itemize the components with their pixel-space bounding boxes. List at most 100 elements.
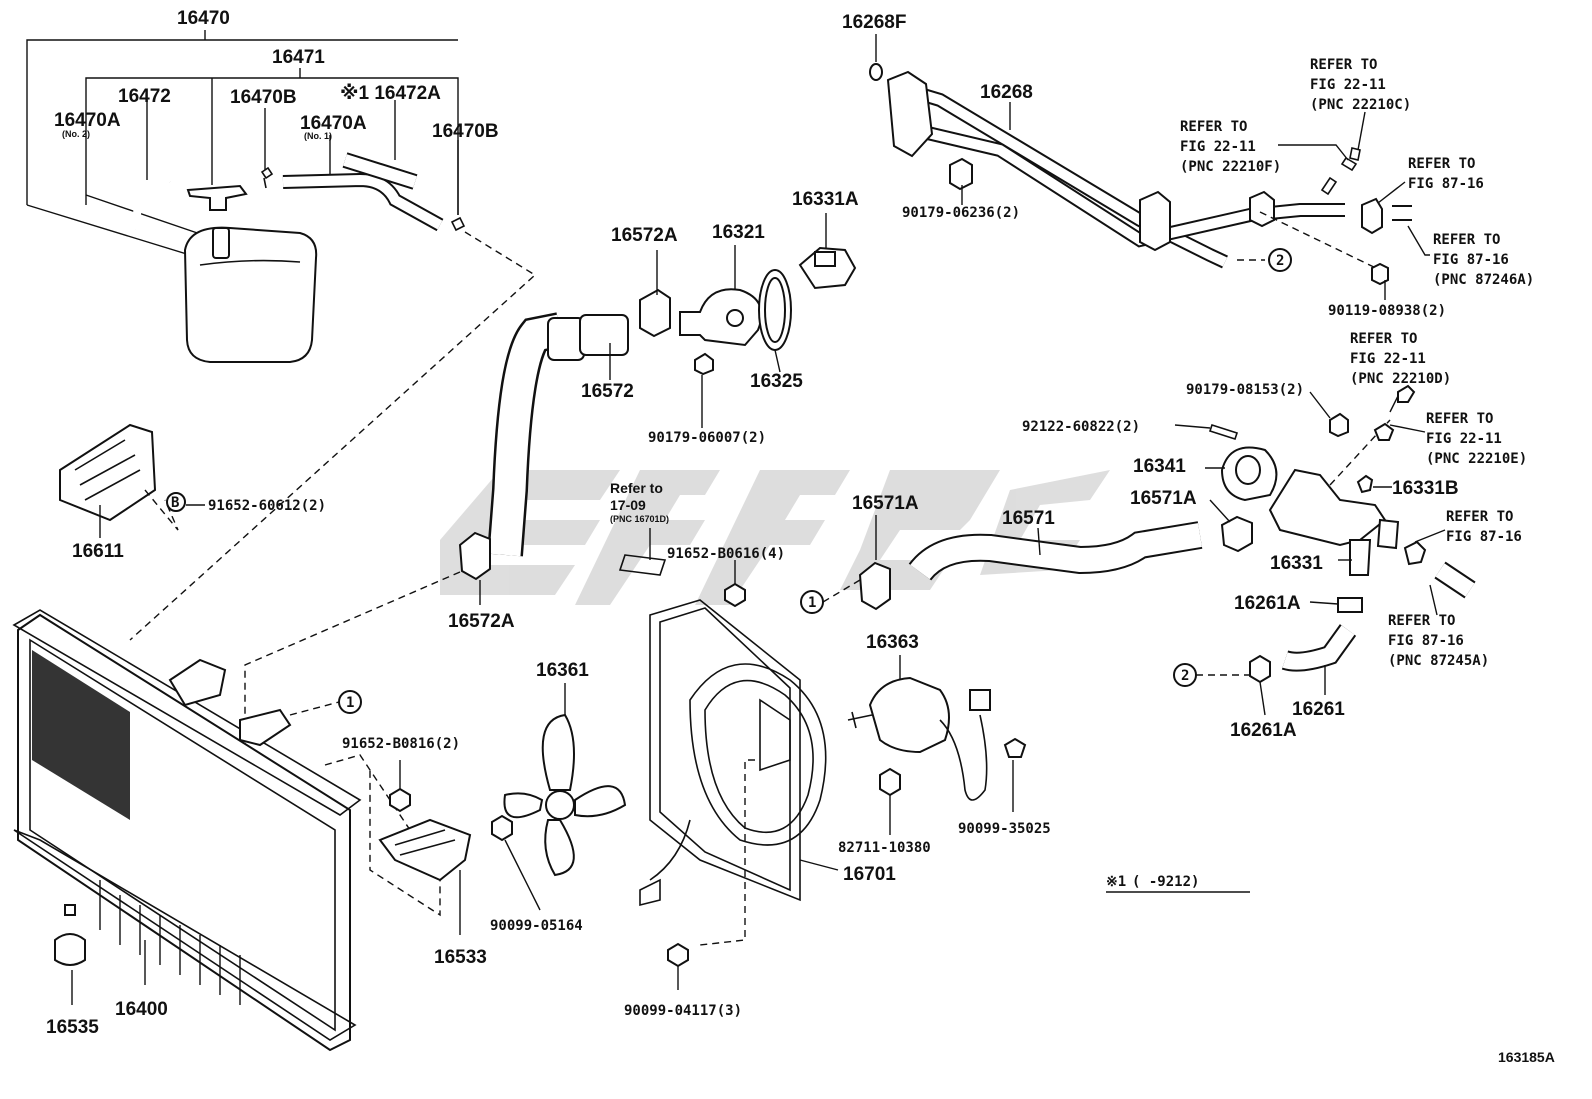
label-16470A-no2: 16470A xyxy=(54,110,121,131)
svg-text:(PNC 22210C): (PNC 22210C) xyxy=(1310,97,1411,113)
label-90099-05164: 90099-05164 xyxy=(490,918,583,934)
svg-text:FIG 87-16: FIG 87-16 xyxy=(1388,633,1464,649)
ref-block-87245A: REFER TO FIG 87-16 (PNC 87245A) xyxy=(1388,613,1489,669)
bypass-pipe-group xyxy=(869,34,1430,300)
label-16701: 16701 xyxy=(843,864,896,885)
svg-text:FIG 87-16: FIG 87-16 xyxy=(1433,252,1509,268)
ref-block-87-16-b: REFER TO FIG 87-16 xyxy=(1446,509,1522,545)
svg-text:17-09: 17-09 xyxy=(610,497,646,513)
label-16261A-bottom: 16261A xyxy=(1230,720,1297,741)
footnote: ※1 ( -9212) xyxy=(1106,874,1250,893)
label-16470A-no2-sub: (No. 2) xyxy=(62,129,90,139)
label-16341: 16341 xyxy=(1133,456,1186,477)
label-16470B-b: 16470B xyxy=(432,121,499,142)
label-16331: 16331 xyxy=(1270,553,1323,574)
svg-text:(PNC 22210F): (PNC 22210F) xyxy=(1180,159,1281,175)
label-16472: 16472 xyxy=(118,86,171,107)
label-16331B: 16331B xyxy=(1392,478,1459,499)
svg-text:FIG 87-16: FIG 87-16 xyxy=(1446,529,1522,545)
label-16261A-top: 16261A xyxy=(1234,593,1301,614)
label-16470: 16470 xyxy=(177,8,230,29)
label-16268: 16268 xyxy=(980,82,1033,103)
ref-block-22210D: REFER TO FIG 22-11 (PNC 22210D) xyxy=(1350,331,1451,387)
ref-block-17-09: Refer to 17-09 (PNC 16701D) xyxy=(610,480,669,576)
label-16470A-no1-sub: (No. 1) xyxy=(304,131,332,141)
svg-text:REFER TO: REFER TO xyxy=(1426,411,1493,427)
label-16472A: ※1 16472A xyxy=(340,83,441,104)
label-90179-06007: 90179-06007(2) xyxy=(648,430,766,446)
circle-1-b: 1 xyxy=(808,595,816,611)
label-91652-B0616: 91652-B0616(4) xyxy=(667,546,785,562)
circle-B: B xyxy=(171,495,179,511)
label-16321: 16321 xyxy=(712,222,765,243)
label-90099-35025: 90099-35025 xyxy=(958,821,1051,837)
label-16611: 16611 xyxy=(72,541,124,562)
figure-id: 163185A xyxy=(1498,1049,1555,1065)
svg-text:REFER TO: REFER TO xyxy=(1180,119,1247,135)
label-16363: 16363 xyxy=(866,632,919,653)
label-16470A-no1: 16470A xyxy=(300,113,367,134)
reference-notes: REFER TO FIG 22-11 (PNC 22210C) REFER TO… xyxy=(610,57,1534,669)
svg-text:FIG 22-11: FIG 22-11 xyxy=(1426,431,1502,447)
label-16572: 16572 xyxy=(581,381,634,402)
svg-text:REFER TO: REFER TO xyxy=(1408,156,1475,172)
label-92122-60822: 92122-60822(2) xyxy=(1022,419,1140,435)
label-82711-10380: 82711-10380 xyxy=(838,840,931,856)
label-16535: 16535 xyxy=(46,1017,99,1038)
svg-text:FIG 22-11: FIG 22-11 xyxy=(1350,351,1426,367)
label-16268F: 16268F xyxy=(842,12,906,33)
part-labels: 16470 16471 16472 16470B ※1 16472A 16470… xyxy=(46,8,1459,1038)
label-16572A-top: 16572A xyxy=(611,225,678,246)
label-16533: 16533 xyxy=(434,947,487,968)
ref-block-22210E: REFER TO FIG 22-11 (PNC 22210E) xyxy=(1426,411,1527,467)
circle-1-a: 1 xyxy=(346,695,354,711)
circle-2-b: 2 xyxy=(1181,668,1189,684)
svg-text:FIG 87-16: FIG 87-16 xyxy=(1408,176,1484,192)
water-outlet-group xyxy=(79,213,857,881)
label-16261: 16261 xyxy=(1292,699,1345,720)
label-90179-08153: 90179-08153(2) xyxy=(1186,382,1304,398)
label-91652-B0816: 91652-B0816(2) xyxy=(342,736,460,752)
ref-block-87-16-a: REFER TO FIG 87-16 xyxy=(1408,156,1484,192)
svg-text:(PNC 87246A): (PNC 87246A) xyxy=(1433,272,1534,288)
ref-block-87246A: REFER TO FIG 87-16 (PNC 87246A) xyxy=(1433,232,1534,288)
circle-2-a: 2 xyxy=(1276,253,1284,269)
water-inlet-group xyxy=(800,384,1476,716)
note-range: ( -9212) xyxy=(1132,874,1199,890)
svg-text:FIG 22-11: FIG 22-11 xyxy=(1180,139,1256,155)
fan-shroud-group xyxy=(491,560,1027,990)
svg-text:(PNC 22210D): (PNC 22210D) xyxy=(1350,371,1451,387)
label-90119-08938: 90119-08938(2) xyxy=(1328,303,1446,319)
svg-text:REFER TO: REFER TO xyxy=(1350,331,1417,347)
note-symbol: ※1 xyxy=(1106,874,1126,890)
label-90099-04117: 90099-04117(3) xyxy=(624,1003,742,1019)
svg-text:FIG 22-11: FIG 22-11 xyxy=(1310,77,1386,93)
svg-text:(PNC 87245A): (PNC 87245A) xyxy=(1388,653,1489,669)
ref-block-22210C: REFER TO FIG 22-11 (PNC 22210C) xyxy=(1310,57,1411,113)
svg-text:REFER TO: REFER TO xyxy=(1446,509,1513,525)
label-16400: 16400 xyxy=(115,999,168,1020)
svg-text:REFER TO: REFER TO xyxy=(1388,613,1455,629)
svg-text:Refer to: Refer to xyxy=(610,480,663,496)
fan-blade xyxy=(503,683,627,877)
svg-text:(PNC 16701D): (PNC 16701D) xyxy=(610,514,669,524)
label-16572A-bottom: 16572A xyxy=(448,611,515,632)
label-91652-60612: 91652-60612(2) xyxy=(208,498,326,514)
ref-block-22210F: REFER TO FIG 22-11 (PNC 22210F) xyxy=(1180,119,1281,175)
label-16471: 16471 xyxy=(272,47,325,68)
radiator-group xyxy=(12,609,362,1052)
svg-text:(PNC 22210E): (PNC 22210E) xyxy=(1426,451,1527,467)
label-16571: 16571 xyxy=(1002,508,1055,529)
bracket-16533 xyxy=(324,754,472,935)
label-90179-06236: 90179-06236(2) xyxy=(902,205,1020,221)
label-16470B-a: 16470B xyxy=(230,87,297,108)
reservoir-group xyxy=(26,30,537,641)
label-16325: 16325 xyxy=(750,371,803,392)
label-16361: 16361 xyxy=(536,660,589,681)
label-16331A: 16331A xyxy=(792,189,859,210)
label-16571A-right: 16571A xyxy=(1130,488,1197,509)
bracket-16611 xyxy=(59,423,205,538)
svg-text:REFER TO: REFER TO xyxy=(1310,57,1377,73)
svg-text:REFER TO: REFER TO xyxy=(1433,232,1500,248)
